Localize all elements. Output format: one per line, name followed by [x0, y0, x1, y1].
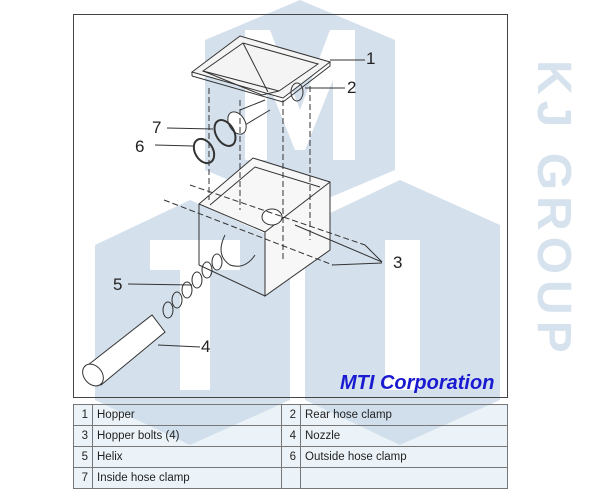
- callout-3: 3: [393, 253, 403, 272]
- table-row: 3 Hopper bolts (4) 4 Nozzle: [73, 425, 508, 447]
- part-name: [300, 467, 508, 489]
- part-name: Hopper: [92, 404, 282, 426]
- hose-clamps: [192, 119, 237, 165]
- part-number: 7: [73, 467, 93, 489]
- dashed-guides: [163, 86, 366, 266]
- table-row: 5 Helix 6 Outside hose clamp: [73, 446, 508, 468]
- part-name: Hopper bolts (4): [92, 425, 282, 447]
- callout-6: 6: [135, 137, 145, 156]
- part-number: 6: [281, 446, 301, 468]
- watermark-text: KJ GROUP: [527, 60, 580, 359]
- part-name: Nozzle: [300, 425, 508, 447]
- callout-2: 2: [347, 78, 357, 97]
- helix: [162, 253, 223, 319]
- part-number: 5: [73, 446, 93, 468]
- callout-7: 7: [152, 118, 162, 137]
- part-number: 1: [73, 404, 93, 426]
- part-name: Inside hose clamp: [92, 467, 282, 489]
- hopper: [190, 35, 332, 103]
- part-number: [281, 467, 301, 489]
- part-number: 4: [281, 425, 301, 447]
- part-name: Helix: [92, 446, 282, 468]
- housing: [198, 157, 331, 297]
- brand-label: MTI Corporation: [340, 372, 495, 394]
- callout-5: 5: [113, 275, 123, 294]
- callout-4: 4: [201, 337, 211, 356]
- parts-table: 1 Hopper 2 Rear hose clamp 3 Hopper bolt…: [73, 404, 508, 489]
- part-number: 3: [73, 425, 93, 447]
- diagram-frame: [73, 14, 508, 398]
- table-row: 7 Inside hose clamp: [73, 467, 508, 489]
- nozzle: [82, 314, 166, 387]
- part-name: Rear hose clamp: [300, 404, 508, 426]
- table-row: 1 Hopper 2 Rear hose clamp: [73, 404, 508, 426]
- part-name: Outside hose clamp: [300, 446, 508, 468]
- callout-1: 1: [366, 49, 376, 68]
- part-number: 2: [281, 404, 301, 426]
- callout-leaders: [127, 59, 383, 348]
